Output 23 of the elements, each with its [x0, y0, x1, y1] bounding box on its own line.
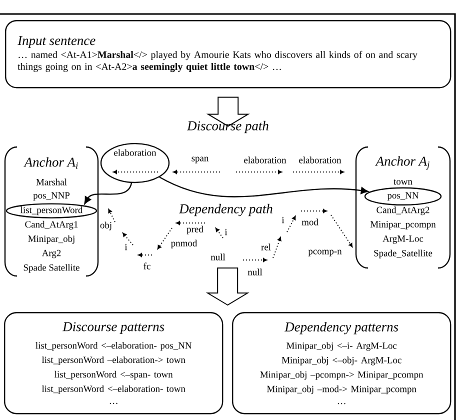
curved-arrow — [159, 176, 368, 198]
relation-label: pred — [186, 226, 204, 234]
relation-label: pcomp-n — [308, 250, 342, 256]
relation-label: i — [124, 244, 128, 250]
sentence-box: Input sentence … named <At-A1>Marshal</> played by Amourie Kats who discovers all kinds of on and scary things going on in <At-A2>a seemingly quiet little town</> … — [5, 20, 452, 88]
path-title: Dependency path — [178, 204, 272, 216]
relation-label: pnmod — [171, 240, 198, 248]
block-arrow — [206, 96, 250, 127]
relation-label: mod — [302, 218, 318, 226]
relation-label: elaboration — [299, 156, 342, 164]
curved-arrow — [84, 182, 132, 204]
path-title: Discourse path — [186, 120, 268, 134]
relation-label: null — [248, 268, 262, 276]
relation-label: fc — [144, 262, 150, 270]
relation-label: rel — [261, 244, 271, 250]
pattern-box: Discourse patterns list_personWord <–elaboration- pos_NN list_personWord –elaboration-> town list_personWord <–span- town list_personWord <–elaboration- town … — [4, 312, 224, 414]
relation-label: null — [210, 254, 226, 260]
relation-label: i — [282, 216, 284, 224]
pattern-box: Dependency patterns Minipar_obj <–i- ArgM-Loc Minipar_obj <–obj- ArgM-Loc Minipar_obj –pcompn-> Minipar_pcompn Minipar_obj –mod-> Minipar_pcompn … — [232, 312, 452, 414]
relation-label: obj — [100, 222, 112, 230]
relation-label: elaboration — [244, 156, 286, 164]
relation-label: span — [192, 156, 209, 164]
relation-label: i — [224, 228, 228, 236]
